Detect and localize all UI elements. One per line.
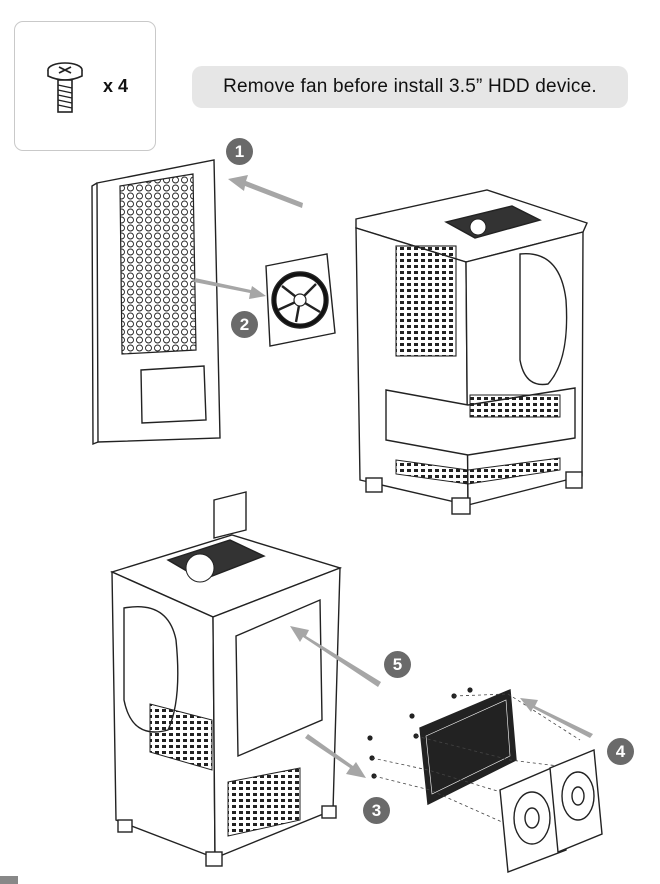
step-badge-3: 3 — [363, 797, 390, 824]
hdd-drives — [499, 748, 603, 873]
step-badge-4: 4 — [607, 738, 634, 765]
step-badge-1: 1 — [226, 138, 253, 165]
screw-icon — [47, 62, 83, 113]
side-panel — [91, 159, 221, 446]
removed-fan — [265, 253, 336, 347]
screw-quantity: x 4 — [103, 76, 129, 96]
page-corner-mark — [0, 876, 18, 884]
hdd-bracket — [419, 688, 517, 806]
top-arrows — [194, 175, 303, 299]
step-badge-5: 5 — [384, 651, 411, 678]
case-bottom-view — [110, 491, 343, 867]
instruction-note: Remove fan before install 3.5” HDD devic… — [192, 66, 628, 108]
case-top-view — [355, 189, 588, 515]
screw-quantity-box: x 4 — [14, 21, 156, 151]
step-badge-2: 2 — [231, 311, 258, 338]
bottom-arrows — [290, 626, 593, 778]
